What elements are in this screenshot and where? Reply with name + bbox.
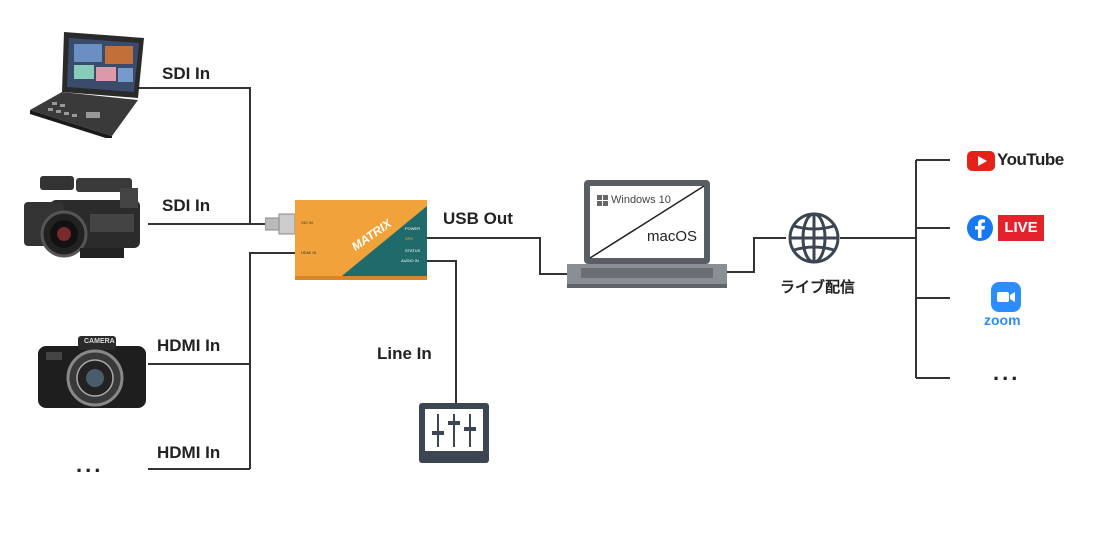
port-label-hdmi: HDMI IN [301, 250, 317, 255]
label-usb-out: USB Out [443, 209, 513, 228]
label-hdmi-in-1: HDMI In [157, 336, 221, 355]
label-sdi-in-1: SDI In [162, 64, 211, 83]
audio-mixer-icon [419, 403, 489, 463]
camera-icon: CAMERA [36, 334, 148, 410]
more-inputs: ... [76, 452, 104, 477]
indicator-audio-in: AUDIO IN [401, 258, 419, 263]
youtube-text: YouTube [997, 150, 1064, 169]
wire-line-in [426, 260, 457, 403]
indicator-status: STATUS [405, 248, 421, 253]
wire-laptop-net [712, 237, 786, 273]
zoom-logo: zoom [982, 282, 1032, 330]
label-sdi-in-2: SDI In [162, 196, 211, 215]
indicator-spd: SPD [405, 236, 414, 241]
globe-icon [786, 210, 842, 266]
live-badge: LIVE [998, 215, 1044, 241]
label-live-stream: ライブ配信 [780, 279, 856, 296]
wire-usb-out [426, 237, 568, 275]
wire-sdi-1 [130, 87, 251, 224]
port-label-sdi: SDI IN [301, 220, 313, 225]
indicator-power: POWER [405, 226, 421, 231]
camcorder-icon [20, 172, 150, 267]
facebook-live-logo: LIVE [966, 213, 1046, 243]
os-macos: macOS [647, 228, 698, 245]
wire-hdmi-trunk [249, 252, 296, 469]
label-hdmi-in-2: HDMI In [157, 443, 221, 462]
os-windows: Windows 10 [611, 194, 671, 206]
laptop-icon: Windows 10 macOS [567, 180, 727, 288]
zoom-text: zoom [984, 312, 1021, 328]
capture-device: MATRIX SDI IN HDMI IN POWER SPD STATUS A… [264, 198, 427, 282]
more-platforms: ... [993, 360, 1021, 385]
youtube-logo: YouTube [967, 149, 1064, 173]
video-switcher-icon [26, 28, 151, 140]
label-line-in: Line In [377, 344, 432, 363]
camera-text: CAMERA [84, 338, 115, 345]
